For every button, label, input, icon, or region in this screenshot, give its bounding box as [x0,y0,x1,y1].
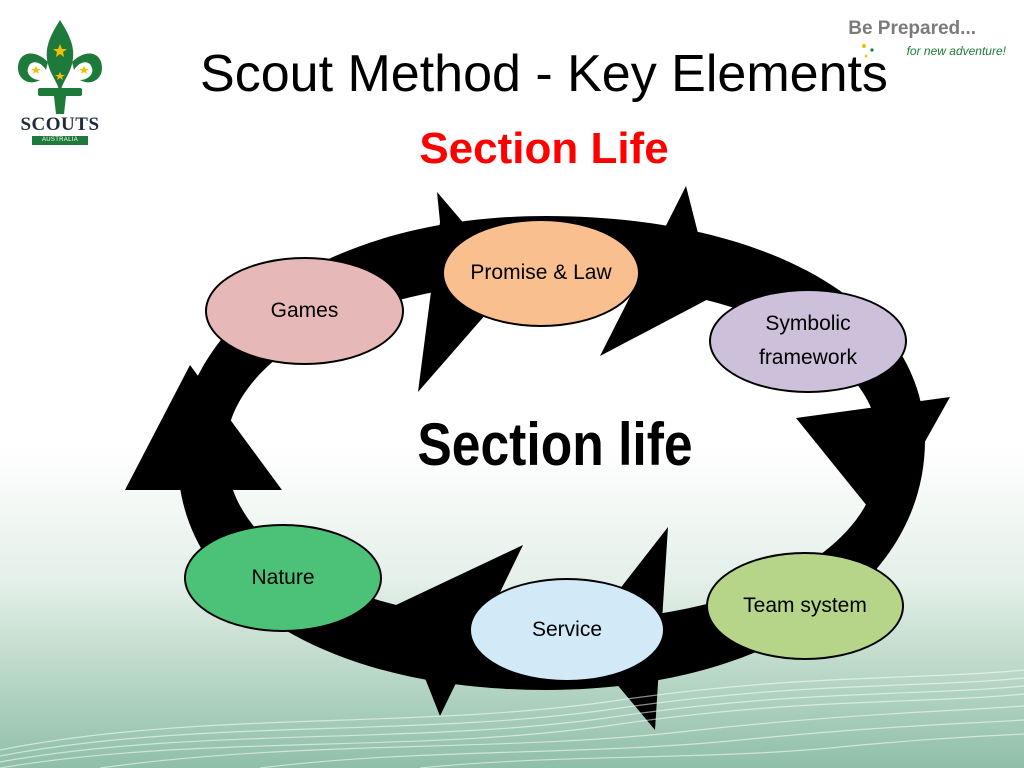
node-service: Service [469,578,665,682]
node-label: Promise & Law [470,261,612,285]
node-games: Games [205,257,404,365]
motto-main: Be Prepared... [848,18,976,39]
node-symbolic-framework: Symbolic framework [709,289,907,393]
fleur-de-lis-icon [18,20,102,114]
arrow-head-left [125,365,282,490]
motto-sub: for new adventure! [906,44,1006,58]
decorative-waves [0,669,1024,768]
motto: Be Prepared... for new adventure! [836,18,1006,68]
center-label: Section life [417,411,693,478]
logo-subtext: AUSTRALIA [32,136,88,145]
arrow-head-top-right [600,186,714,356]
page-title: Scout Method - Key Elements [200,45,888,103]
node-label: Symbolic framework [758,312,858,369]
arrow-head-bottom-left [396,545,523,716]
node-nature: Nature [184,524,382,632]
sparkle-icon [862,44,874,58]
node-label: Service [531,618,603,642]
node-label: Team system [743,594,867,618]
node-label: Games [270,299,339,323]
page-subtitle: Section Life [419,124,669,173]
node-label: Nature [251,566,315,590]
logo-wordmark: SCOUTS [20,114,100,135]
arrow-head-right [796,397,950,522]
node-team-system: Team system [706,552,904,660]
node-promise-law: Promise & Law [442,219,640,327]
scouts-logo: SCOUTS AUSTRALIA [14,18,106,148]
